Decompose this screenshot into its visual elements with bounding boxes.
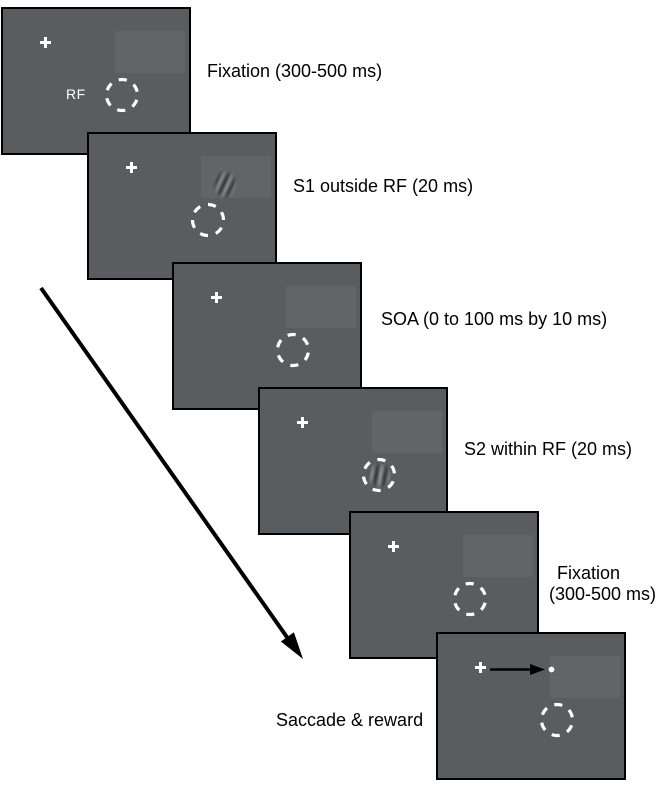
- receptive-field-circle-icon: [361, 457, 397, 493]
- fixation-cross-icon: [388, 541, 399, 552]
- fixation-cross-icon: [211, 292, 222, 303]
- rf-label: RF: [66, 86, 86, 102]
- caption-s1: S1 outside RF (20 ms): [293, 176, 474, 196]
- stimulus-patch-region: [372, 411, 442, 453]
- receptive-field-circle-icon: [104, 77, 140, 113]
- gabor-stimulus-s1-icon: [207, 163, 243, 206]
- caption-saccade: Saccade & reward: [276, 710, 424, 730]
- fixation-cross-icon: [297, 417, 308, 428]
- screen-panel-saccade: [436, 632, 626, 780]
- saccade-target-dot: [548, 666, 555, 673]
- fixation-cross-icon: [126, 162, 137, 173]
- saccade-arrow-graphic: [490, 664, 555, 675]
- caption-fixation-1: Fixation (300-500 ms): [207, 61, 383, 81]
- stimulus-patch-region: [463, 535, 533, 577]
- fixation-cross-icon: [40, 37, 51, 48]
- receptive-field-circle-icon: [452, 581, 488, 617]
- screen-panel-s1: [87, 132, 277, 280]
- fixation-cross-icon: [475, 662, 486, 673]
- screen-panel-fixation-1: RF: [1, 7, 191, 155]
- caption-s2: S2 within RF (20 ms): [464, 439, 633, 459]
- caption-fixation-2-line2: (300-500 ms): [549, 584, 657, 604]
- stimulus-patch-region: [550, 656, 620, 698]
- caption-fixation-2-line1: Fixation: [557, 563, 621, 583]
- stimulus-patch-region: [115, 31, 185, 73]
- receptive-field-circle-icon: [275, 332, 311, 368]
- saccade-arrowhead-icon: [530, 664, 545, 675]
- receptive-field-circle-icon: [190, 202, 226, 238]
- receptive-field-circle-icon: [539, 702, 575, 738]
- caption-soa: SOA (0 to 100 ms by 10 ms): [381, 309, 608, 329]
- stimulus-patch-region: [286, 286, 356, 328]
